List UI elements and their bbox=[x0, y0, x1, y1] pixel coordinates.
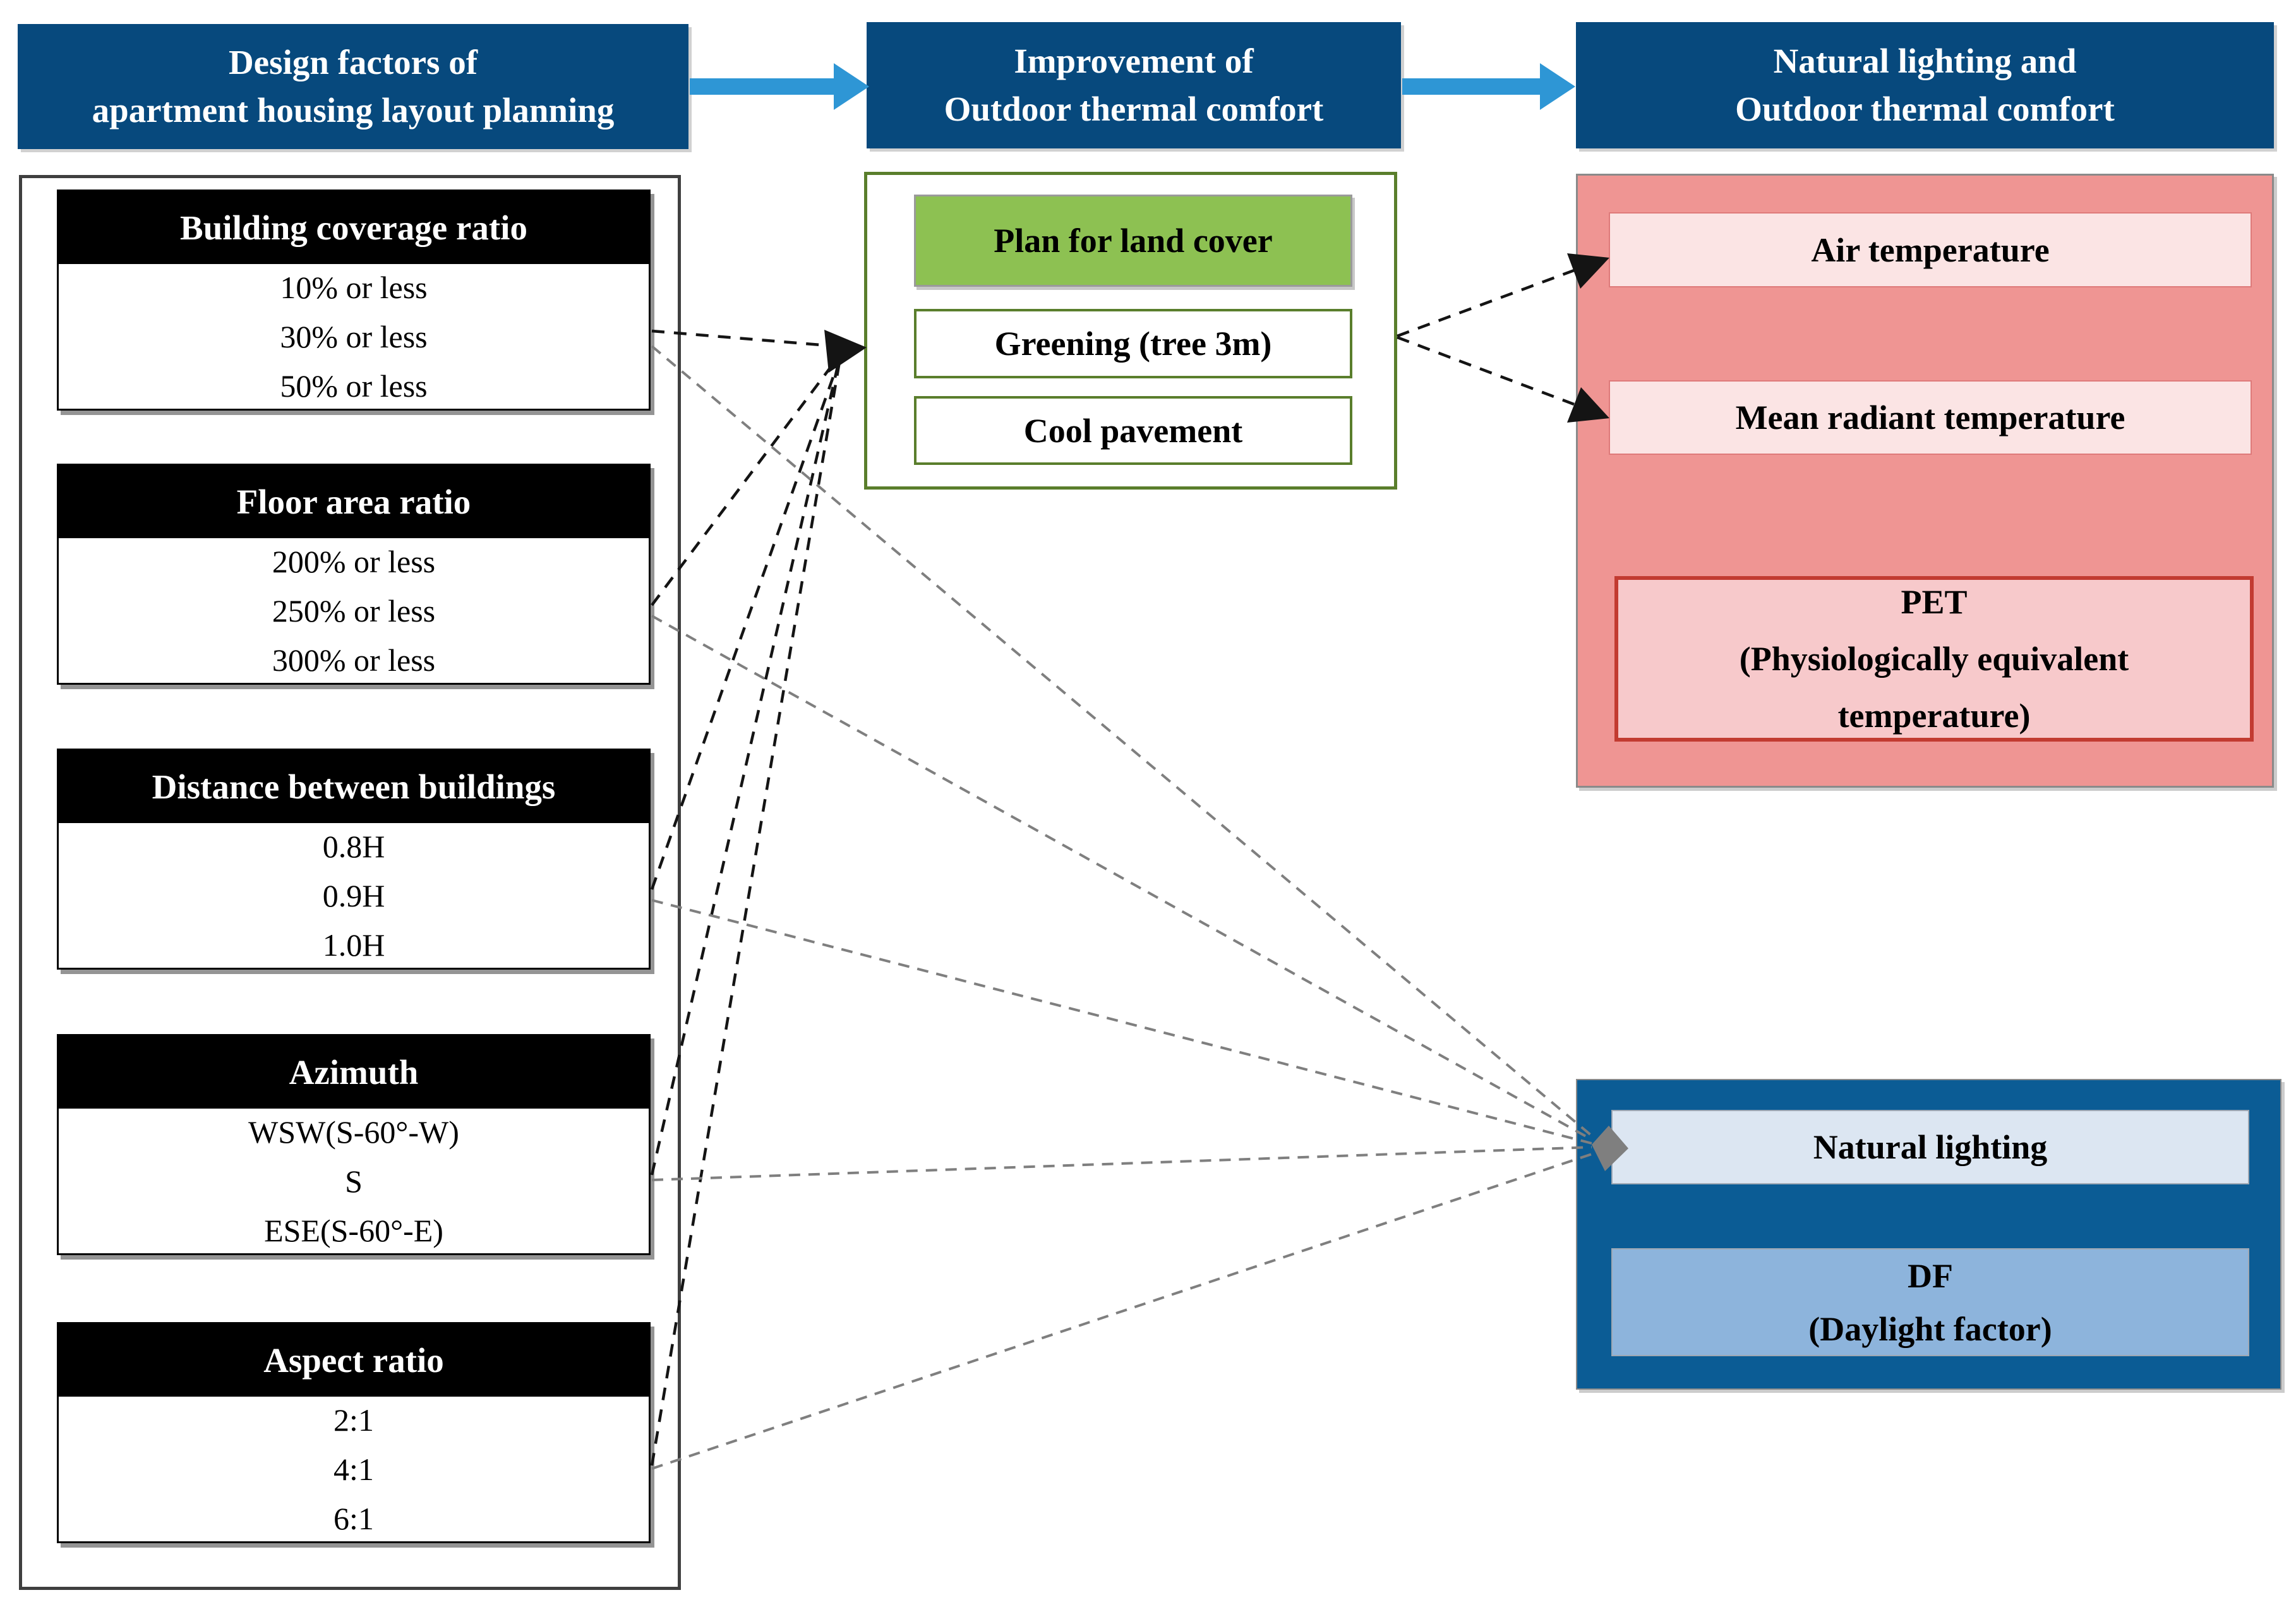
connector-distance-to-natural-lighting bbox=[651, 899, 1592, 1145]
connector-landcover-to-air-temperature bbox=[1397, 268, 1575, 338]
header-design-factors-line2: apartment housing layout planning bbox=[92, 91, 615, 129]
factor-title: Aspect ratio bbox=[59, 1324, 649, 1397]
factor-box-building-coverage-ratio: Building coverage ratio 10% or less 30% … bbox=[57, 190, 651, 411]
factor-title: Building coverage ratio bbox=[59, 191, 649, 264]
factor-title: Azimuth bbox=[59, 1036, 649, 1109]
factor-option: ESE(S-60°-E) bbox=[264, 1212, 443, 1248]
factor-title: Floor area ratio bbox=[59, 466, 649, 538]
arrowhead-landcover bbox=[824, 330, 867, 373]
land-cover-item-cool-pavement: Cool pavement bbox=[914, 396, 1352, 465]
factor-option: 200% or less bbox=[272, 543, 436, 579]
df-line1: DF bbox=[1908, 1256, 1953, 1295]
factor-option: 300% or less bbox=[272, 642, 436, 678]
header-improvement-line2: Outdoor thermal comfort bbox=[944, 90, 1324, 128]
header-natural-lighting-line1: Natural lighting and bbox=[1773, 42, 2077, 80]
daylight-factor-box: DF (Daylight factor) bbox=[1611, 1248, 2249, 1356]
header-design-factors-line1: Design factors of bbox=[228, 43, 478, 81]
pet-line2: (Physiologically equivalent bbox=[1739, 640, 2129, 678]
pet-line3: temperature) bbox=[1837, 697, 2031, 735]
pet-line1: PET bbox=[1901, 583, 1968, 621]
land-cover-item-plan: Plan for land cover bbox=[914, 195, 1352, 287]
df-line2: (Daylight factor) bbox=[1808, 1309, 2052, 1348]
land-cover-item-cool-pavement-label: Cool pavement bbox=[1023, 411, 1243, 450]
factor-option: S bbox=[345, 1163, 363, 1199]
factor-title: Distance between buildings bbox=[59, 750, 649, 823]
factor-option: 30% or less bbox=[280, 318, 428, 354]
factor-box-distance-between-buildings: Distance between buildings 0.8H 0.9H 1.0… bbox=[57, 749, 651, 970]
factor-option: 2:1 bbox=[334, 1402, 374, 1438]
land-cover-item-greening: Greening (tree 3m) bbox=[914, 309, 1352, 378]
header-natural-lighting: Natural lighting and Outdoor thermal com… bbox=[1576, 22, 2274, 148]
factor-option: 250% or less bbox=[272, 593, 436, 629]
flow-arrow-design-to-improvement bbox=[690, 63, 869, 110]
natural-lighting-label: Natural lighting bbox=[1813, 1128, 2048, 1166]
factor-option: 1.0H bbox=[322, 927, 385, 963]
connector-floor-area-to-natural-lighting bbox=[651, 615, 1592, 1141]
factor-option: 50% or less bbox=[280, 368, 428, 404]
pet-box: PET (Physiologically equivalent temperat… bbox=[1614, 576, 2254, 742]
connector-landcover-to-mean-radiant bbox=[1397, 335, 1575, 406]
factor-options: WSW(S-60°-W) S ESE(S-60°-E) bbox=[59, 1109, 649, 1253]
factor-box-azimuth: Azimuth WSW(S-60°-W) S ESE(S-60°-E) bbox=[57, 1034, 651, 1255]
header-improvement-line1: Improvement of bbox=[1014, 42, 1254, 80]
factor-box-aspect-ratio: Aspect ratio 2:1 4:1 6:1 bbox=[57, 1322, 651, 1543]
factor-option: 0.9H bbox=[322, 877, 385, 913]
factor-options: 0.8H 0.9H 1.0H bbox=[59, 823, 649, 968]
thermal-item-mean-radiant-temperature: Mean radiant temperature bbox=[1609, 380, 2252, 455]
factor-options: 10% or less 30% or less 50% or less bbox=[59, 264, 649, 409]
thermal-item-air-temperature-label: Air temperature bbox=[1811, 231, 2050, 269]
factor-option: 6:1 bbox=[334, 1500, 374, 1536]
factor-option: 10% or less bbox=[280, 269, 428, 305]
header-improvement: Improvement of Outdoor thermal comfort bbox=[867, 22, 1401, 148]
factor-option: 0.8H bbox=[322, 828, 385, 864]
header-design-factors: Design factors of apartment housing layo… bbox=[18, 24, 688, 149]
factor-box-floor-area-ratio: Floor area ratio 200% or less 250% or le… bbox=[57, 464, 651, 685]
thermal-item-mean-radiant-temperature-label: Mean radiant temperature bbox=[1735, 399, 2125, 436]
header-natural-lighting-line2: Outdoor thermal comfort bbox=[1735, 90, 2115, 128]
factor-option: 4:1 bbox=[334, 1451, 374, 1487]
land-cover-item-greening-label: Greening (tree 3m) bbox=[994, 325, 1272, 363]
factor-options: 2:1 4:1 6:1 bbox=[59, 1397, 649, 1541]
factor-options: 200% or less 250% or less 300% or less bbox=[59, 538, 649, 683]
flow-arrow-improvement-to-lighting bbox=[1402, 63, 1575, 110]
connector-aspect-to-natural-lighting bbox=[651, 1153, 1592, 1470]
natural-lighting-box: Natural lighting bbox=[1611, 1110, 2249, 1184]
thermal-item-air-temperature: Air temperature bbox=[1609, 212, 2252, 287]
factor-option: WSW(S-60°-W) bbox=[248, 1114, 459, 1150]
land-cover-item-plan-label: Plan for land cover bbox=[994, 222, 1273, 260]
connector-azimuth-to-natural-lighting bbox=[651, 1146, 1592, 1181]
